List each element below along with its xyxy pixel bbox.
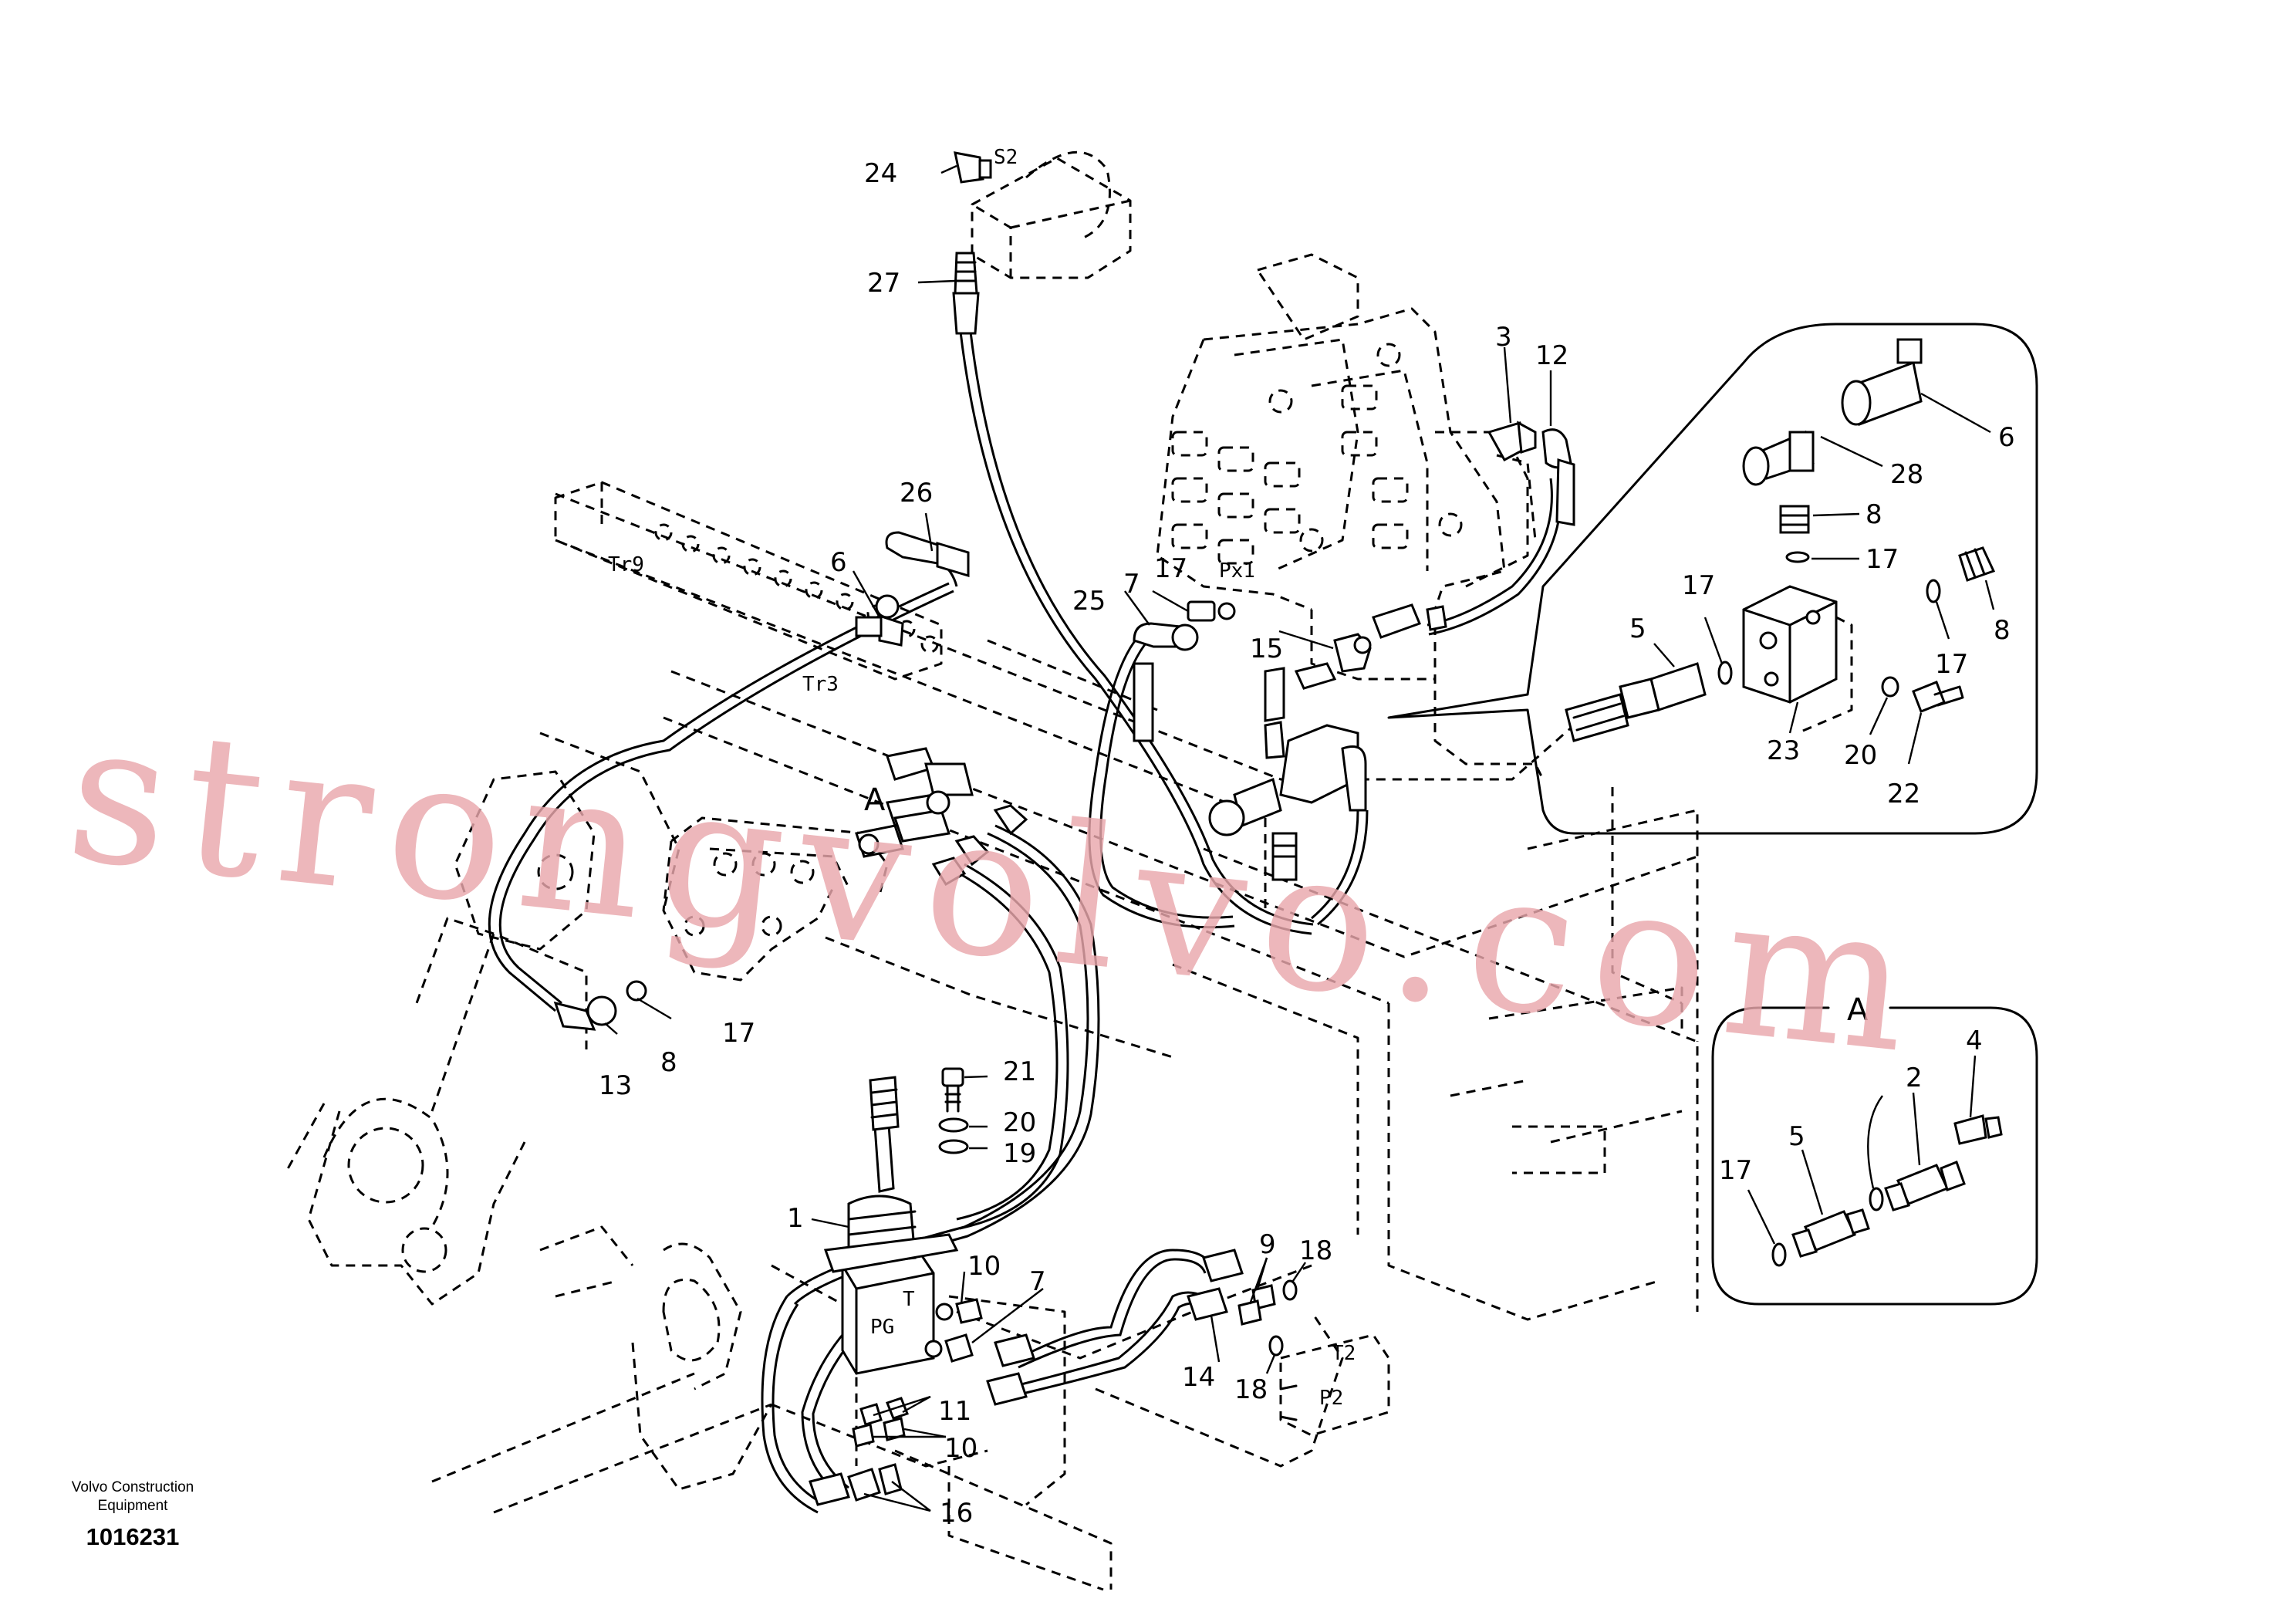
callout-25: 25 bbox=[1072, 586, 1106, 617]
callout-1: 1 bbox=[787, 1203, 804, 1234]
callout-22: 22 bbox=[1887, 779, 1920, 809]
leader-lines bbox=[604, 164, 1552, 1512]
port-tr3: Tr3 bbox=[802, 673, 839, 696]
callout-4: 4 bbox=[1966, 1026, 1983, 1056]
callout-17-a: 17 bbox=[1719, 1155, 1752, 1186]
manufacturer-label: Volvo Construction Equipment bbox=[71, 1479, 194, 1514]
detail-view-a bbox=[1711, 1006, 2038, 1306]
callout-15: 15 bbox=[1250, 634, 1283, 664]
port-pg: PG bbox=[870, 1316, 894, 1339]
callout-24: 24 bbox=[864, 158, 897, 189]
travel-frame-outline bbox=[554, 481, 1158, 711]
port-tr9: Tr9 bbox=[608, 553, 644, 576]
callout-5-a: 5 bbox=[1788, 1121, 1805, 1152]
detail-label-a-main: A bbox=[864, 782, 886, 818]
callout-10: 10 bbox=[967, 1251, 1001, 1282]
callout-17: 17 bbox=[1154, 553, 1187, 584]
callout-7: 7 bbox=[1029, 1266, 1046, 1297]
document-number: 1016231 bbox=[86, 1523, 180, 1550]
callout-17-detail: 17 bbox=[1866, 544, 1899, 575]
callout-20: 20 bbox=[1003, 1107, 1036, 1138]
callout-11: 11 bbox=[938, 1396, 971, 1427]
callout-10: 10 bbox=[944, 1433, 977, 1464]
callout-27: 27 bbox=[867, 268, 900, 299]
callout-17: 17 bbox=[722, 1018, 755, 1049]
callout-18: 18 bbox=[1299, 1235, 1332, 1266]
callout-20-detail: 20 bbox=[1844, 740, 1877, 771]
port-s2: S2 bbox=[994, 146, 1018, 169]
callout-21: 21 bbox=[1003, 1056, 1036, 1087]
port-t: T bbox=[903, 1288, 915, 1311]
callout-28: 28 bbox=[1890, 459, 1923, 490]
callout-16: 16 bbox=[940, 1498, 973, 1529]
callout-5-detail: 5 bbox=[1629, 613, 1646, 644]
callout-9: 9 bbox=[1259, 1229, 1276, 1260]
callout-17-detail-left: 17 bbox=[1682, 570, 1715, 601]
port-t2: T2 bbox=[1332, 1342, 1356, 1365]
callout-12: 12 bbox=[1535, 340, 1568, 371]
machine-frame-outline bbox=[284, 150, 1699, 1591]
callout-23: 23 bbox=[1767, 735, 1800, 766]
callout-8-detail-right: 8 bbox=[1994, 615, 2011, 646]
callout-6: 6 bbox=[830, 547, 847, 578]
callout-labels: 24 27 3 12 26 6 25 7 17 15 13 8 17 21 20… bbox=[599, 158, 2015, 1529]
callout-18: 18 bbox=[1234, 1374, 1268, 1405]
callout-2: 2 bbox=[1906, 1063, 1923, 1093]
detail-view-manifold bbox=[1387, 323, 2038, 835]
port-p2: P2 bbox=[1319, 1387, 1343, 1410]
fittings bbox=[553, 151, 1575, 1506]
callout-3: 3 bbox=[1495, 322, 1512, 353]
callout-14: 14 bbox=[1182, 1362, 1215, 1393]
control-valve-outline bbox=[1156, 253, 1545, 780]
callout-26: 26 bbox=[900, 478, 933, 509]
callout-17-detail-right: 17 bbox=[1935, 649, 1968, 680]
callout-19: 19 bbox=[1003, 1138, 1036, 1169]
callout-8-detail: 8 bbox=[1866, 499, 1882, 530]
detail-label-a-box: A bbox=[1847, 992, 1869, 1028]
port-labels: S2 Tr9 Tr3 Px1 T PG T2 P2 bbox=[608, 146, 1356, 1410]
watermark: strongvolvo.com bbox=[59, 679, 1936, 1097]
callout-7: 7 bbox=[1123, 569, 1140, 600]
callout-8: 8 bbox=[660, 1047, 677, 1078]
callout-6-detail: 6 bbox=[1998, 422, 2015, 453]
port-px1: Px1 bbox=[1219, 559, 1255, 583]
callout-13: 13 bbox=[599, 1070, 632, 1101]
